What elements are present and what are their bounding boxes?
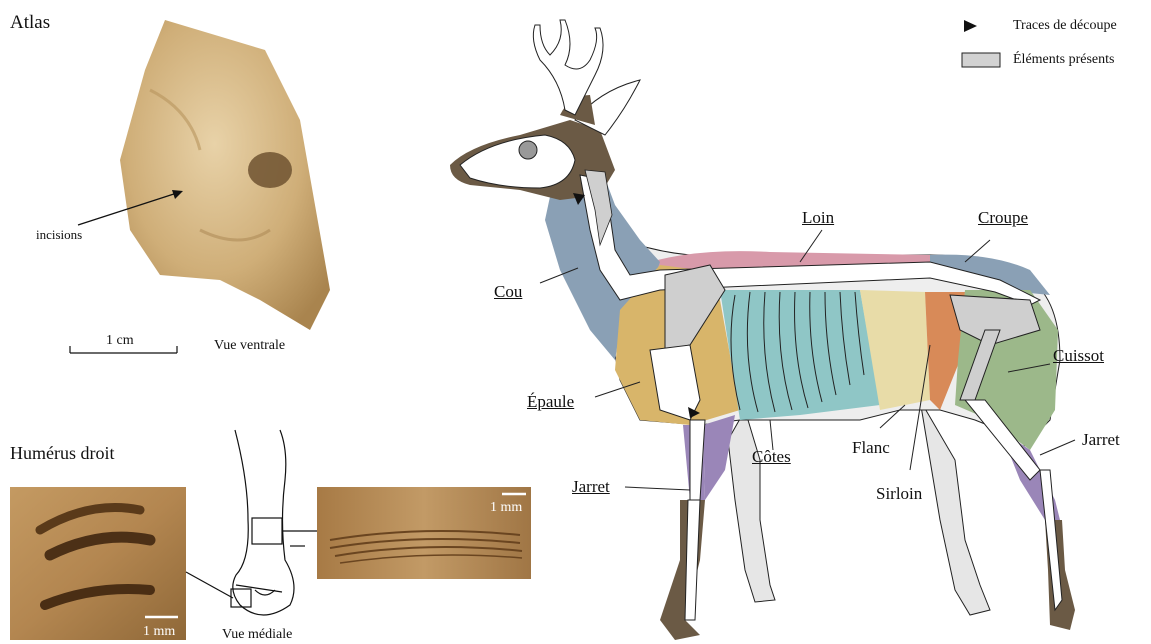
label-loin: Loin: [802, 208, 834, 228]
legend-arrowhead-icon: [964, 20, 977, 32]
label-sirloin: Sirloin: [876, 484, 922, 504]
label-epaule: Épaule: [527, 392, 574, 412]
label-jarret-rear: Jarret: [1082, 430, 1120, 450]
label-cou: Cou: [494, 282, 522, 302]
incisions-label: incisions: [36, 227, 82, 243]
atlas-view-label: Vue ventrale: [214, 338, 285, 354]
label-jarret-front: Jarret: [572, 477, 610, 497]
label-croupe: Croupe: [978, 208, 1028, 228]
humerus-schematic: [186, 430, 317, 615]
label-cuissot: Cuissot: [1053, 346, 1104, 366]
atlas-scale-label: 1 cm: [106, 333, 134, 349]
legend-grey-box-icon: [962, 53, 1000, 67]
deer-diagram: [450, 20, 1075, 640]
label-flanc: Flanc: [852, 438, 890, 458]
humerus-scale-left: 1 mm: [143, 624, 175, 640]
label-cotes: Côtes: [752, 447, 791, 467]
atlas-bone-photo: [120, 20, 330, 330]
humerus-scale-right: 1 mm: [490, 500, 522, 516]
humerus-view-label: Vue médiale: [222, 627, 292, 643]
humerus-photo-left: [10, 487, 186, 640]
legend-cut-marks-label: Traces de découpe: [1013, 18, 1117, 34]
legend-present-elements-label: Éléments présents: [1013, 52, 1114, 68]
humerus-title: Humérus droit: [10, 443, 114, 464]
